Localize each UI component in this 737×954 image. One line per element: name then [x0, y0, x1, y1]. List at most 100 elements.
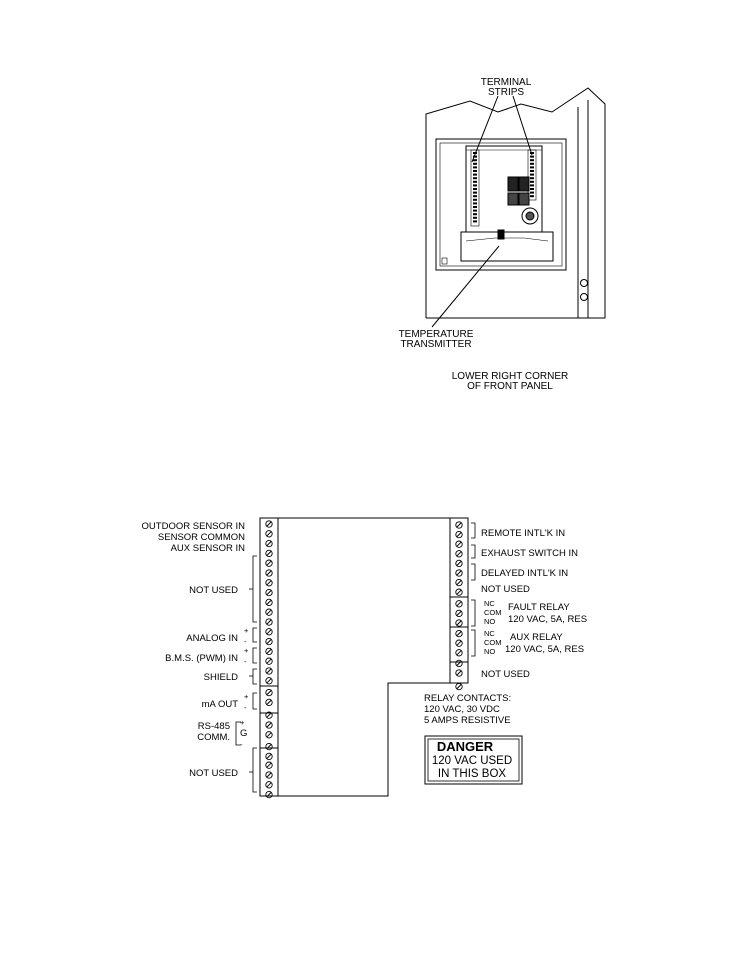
terminal-screw-icon: [455, 578, 463, 587]
not-used-label: NOT USED: [189, 585, 238, 596]
rs485-comm-label: COMM.: [197, 732, 230, 743]
terminal-screw-icon: [265, 677, 273, 685]
terminal-screw-icon: [455, 569, 463, 577]
relay-contacts-note: 120 VAC, 30 VDC: [424, 704, 500, 715]
right-terminal-screws: [455, 521, 463, 691]
ground-sign: G: [240, 728, 247, 739]
strip-pin: [473, 188, 477, 190]
temperature-transmitter-label: TRANSMITTER: [400, 339, 471, 350]
strip-pin: [530, 188, 534, 190]
terminal-screw-icon: [265, 781, 273, 789]
plus-sign: +: [244, 692, 249, 701]
danger-sign: DANGER 120 VAC USED IN THIS BOX: [424, 735, 523, 785]
com-label: COM: [484, 608, 502, 617]
strip-pin: [473, 191, 477, 194]
strip-pin: [473, 173, 477, 176]
terminal-screw-icon: [455, 521, 463, 529]
nc-label: NC: [484, 599, 495, 608]
terminal-screw-icon: [455, 600, 463, 608]
terminal-screw-icon: [265, 549, 273, 558]
minus-sign: -: [240, 740, 243, 749]
terminal-screw-icon: [265, 569, 273, 577]
terminal-screw-icon: [455, 682, 463, 691]
front-panel-drawing: [425, 87, 606, 328]
exhaust-switch-in-label: EXHAUST SWITCH IN: [481, 548, 578, 559]
bms-pwm-in-label: B.M.S. (PWM) IN: [165, 653, 238, 664]
right-terminal-strip: [527, 149, 537, 201]
terminal-screw-icon: [265, 608, 273, 616]
terminal-screw-icon: [265, 688, 273, 697]
strip-pin: [473, 216, 477, 219]
wiring-board: [259, 517, 469, 797]
terminal-screw-icon: [455, 530, 463, 539]
minus-sign: -: [244, 657, 247, 666]
terminal-screw-icon: [455, 609, 463, 618]
sensor-common-label: SENSOR COMMON: [158, 532, 245, 543]
terminal-strips-label: STRIPS: [488, 87, 524, 98]
strip-pin: [473, 184, 477, 187]
board-outline: [278, 517, 451, 797]
analog-in-label: ANALOG IN: [186, 633, 238, 644]
terminal-screw-icon: [265, 667, 273, 675]
fault-relay-rating: 120 VAC, 5A, RES: [508, 614, 587, 625]
panel-caption: LOWER RIGHT CORNER: [452, 371, 569, 382]
strip-pin: [473, 170, 477, 172]
terminal-screw-icon: [455, 669, 463, 677]
strip-pin: [473, 177, 477, 180]
fault-relay-label: FAULT RELAY: [508, 602, 570, 613]
plus-sign: +: [244, 646, 249, 655]
terminal-screw-icon: [265, 530, 273, 538]
relay-contacts-note: 5 AMPS RESISTIVE: [424, 715, 511, 726]
terminal-screw-icon: [265, 761, 273, 769]
strip-pin: [473, 195, 477, 198]
strip-pin: [530, 191, 534, 194]
strip-pin: [530, 166, 534, 169]
strip-pin: [530, 152, 534, 154]
temperature-transmitter-label: TEMPERATURE: [399, 329, 474, 340]
not-used-label: NOT USED: [189, 768, 238, 779]
left-brackets: [235, 555, 257, 793]
terminal-screw-icon: [455, 659, 463, 668]
terminal-screw-icon: [265, 559, 273, 567]
terminal-screw-icon: [265, 752, 273, 761]
transmitter-bay: [460, 231, 554, 262]
strip-pin: [530, 155, 534, 158]
strip-pin: [473, 220, 477, 223]
strip-pin: [473, 152, 477, 154]
minus-sign: -: [244, 637, 247, 646]
remote-intlk-in-label: REMOTE INTL'K IN: [481, 528, 565, 539]
left-terminal-block: [259, 517, 279, 797]
strip-pin: [473, 166, 477, 169]
not-used-label: NOT USED: [481, 584, 530, 595]
strip-pin: [530, 159, 534, 162]
terminal-strips-label: TERMINAL: [481, 77, 532, 88]
no-label: NO: [484, 617, 495, 626]
danger-title: DANGER: [437, 739, 494, 754]
strip-pin: [473, 180, 477, 183]
left-terminal-strip: [470, 149, 480, 227]
strip-pin: [530, 195, 534, 198]
nc-label: NC: [484, 629, 495, 638]
danger-line: IN THIS BOX: [438, 768, 506, 780]
terminal-screw-icon: [265, 647, 273, 656]
delayed-intlk-in-label: DELAYED INTL'K IN: [481, 568, 568, 579]
terminal-screw-icon: [265, 628, 273, 636]
not-used-label: NOT USED: [481, 669, 530, 680]
terminal-screw-icon: [455, 649, 463, 657]
strip-pin: [530, 162, 534, 165]
left-terminal-screws: [265, 520, 273, 799]
strip-pin: [473, 198, 477, 201]
enclosure-outline: [425, 87, 606, 319]
terminal-screw-icon: [265, 588, 273, 597]
no-label: NO: [484, 647, 495, 656]
ma-out-label: mA OUT: [202, 699, 239, 710]
terminal-screw-icon: [265, 657, 273, 665]
terminal-screw-icon: [265, 731, 273, 739]
strip-pin: [530, 177, 534, 180]
strip-pin: [473, 162, 477, 165]
strip-pin: [530, 180, 534, 183]
com-label: COM: [484, 638, 502, 647]
terminal-screw-icon: [455, 639, 463, 647]
terminal-screw-icon: [265, 618, 273, 626]
